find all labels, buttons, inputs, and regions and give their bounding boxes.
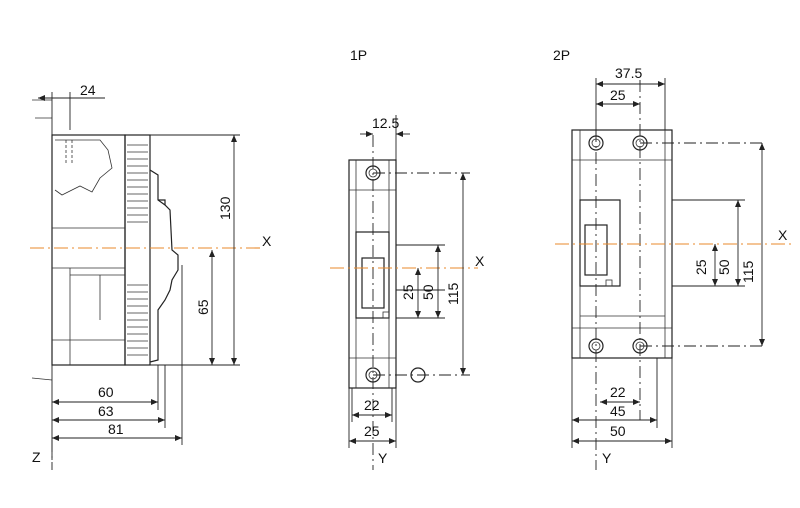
dim-side-130: 130 xyxy=(217,196,233,220)
side-handle-profile xyxy=(149,169,179,363)
view-1p-title: 1P xyxy=(350,47,367,63)
dim-2p-25: 25 xyxy=(693,259,709,275)
dim-1p-50: 50 xyxy=(420,284,436,300)
dim-1p-115: 115 xyxy=(445,282,461,305)
p2-axis-x-label: X xyxy=(778,227,788,243)
view-2p-title: 2P xyxy=(553,47,570,63)
dim-side-60: 60 xyxy=(98,384,114,400)
side-axis-x-label: X xyxy=(262,233,272,249)
dim-2p-37-5: 37.5 xyxy=(615,65,642,81)
dim-2p-25-top: 25 xyxy=(610,87,626,103)
side-view: X 24 130 65 60 63 81 Z xyxy=(30,82,272,470)
p1-axis-y-label: Y xyxy=(378,450,388,466)
p2-body xyxy=(571,129,673,359)
dim-2p-50: 50 xyxy=(716,259,732,275)
p1-window xyxy=(355,231,390,319)
p1-axis-x-label: X xyxy=(475,253,485,269)
side-vent-ribs xyxy=(127,144,148,356)
p2-axis-y-label: Y xyxy=(602,450,612,466)
p2-window xyxy=(579,199,621,287)
view-1p: 1P X 12.5 25 50 115 xyxy=(330,47,485,470)
dim-side-65: 65 xyxy=(195,299,211,315)
dim-2p-45: 45 xyxy=(610,403,626,419)
dim-1p-22: 22 xyxy=(364,397,380,413)
dim-side-81: 81 xyxy=(108,421,124,437)
view-2p: 2P X 37.5 25 25 xyxy=(553,47,795,470)
dim-2p-115: 115 xyxy=(740,260,756,283)
dim-side-24: 24 xyxy=(80,82,96,98)
dim-1p-12-5: 12.5 xyxy=(372,115,399,131)
dim-1p-25: 25 xyxy=(400,284,416,300)
side-front-cover xyxy=(124,134,151,366)
dim-side-63: 63 xyxy=(98,403,114,419)
dim-2p-50-w: 50 xyxy=(610,423,626,439)
dim-1p-25-w: 25 xyxy=(364,423,380,439)
p1-body xyxy=(348,159,397,389)
dim-2p-22: 22 xyxy=(610,384,626,400)
side-body xyxy=(51,134,126,366)
p1-toggle xyxy=(361,257,385,309)
side-axis-z-label: Z xyxy=(32,449,41,465)
